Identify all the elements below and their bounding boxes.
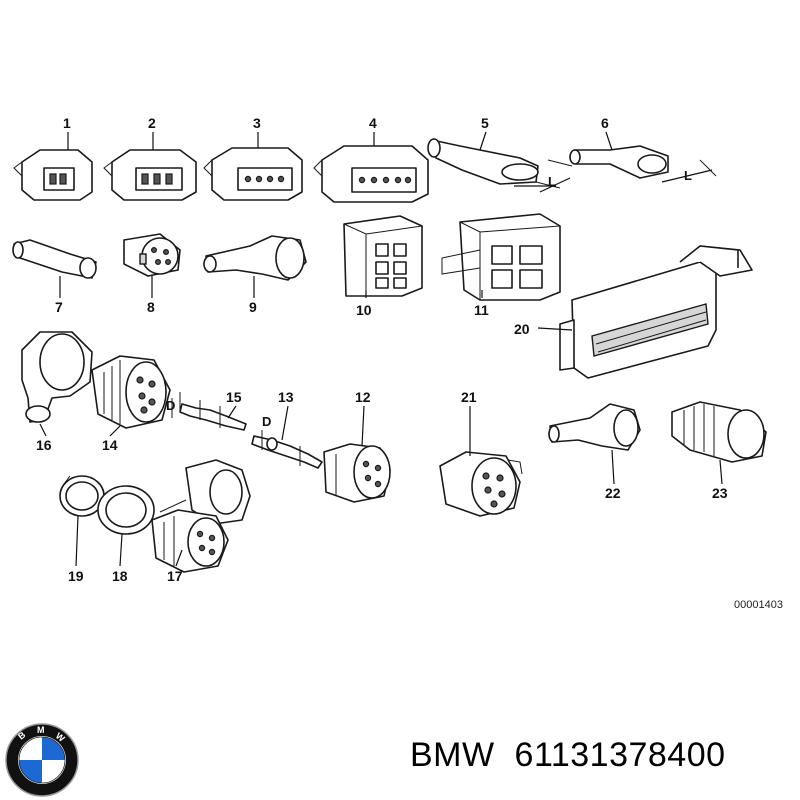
callout-19: 19 — [68, 568, 84, 584]
part-11-housing — [441, 213, 561, 301]
part-14-round-connector — [91, 355, 171, 429]
dimension-labels: L L D D — [166, 168, 692, 429]
drawing-reference-number: 00001403 — [734, 599, 783, 611]
callout-4: 4 — [369, 115, 377, 131]
bmw-logo: B M W — [5, 723, 79, 797]
dim-label-d-13: D — [262, 414, 271, 429]
bmw-logo-letter-b: B — [16, 729, 28, 741]
callout-13: 13 — [278, 389, 294, 405]
part-13-socket-contacts — [251, 430, 323, 469]
part-3-connector — [203, 147, 303, 201]
part-23-round-plug — [671, 401, 767, 463]
part-1-connector — [13, 149, 93, 201]
part-caption: BMW 61131378400 — [410, 736, 790, 786]
bmw-logo-quadrant-border — [18, 736, 66, 784]
callout-11: 11 — [474, 302, 489, 318]
callout-23: 23 — [712, 485, 728, 501]
callout-16: 16 — [36, 437, 52, 453]
callout-12: 12 — [355, 389, 371, 405]
part-18-gasket — [97, 485, 155, 535]
callout-22: 22 — [605, 485, 621, 501]
callout-2: 2 — [148, 115, 156, 131]
callout-17: 17 — [167, 568, 183, 584]
callout-1: 1 — [63, 115, 71, 131]
bmw-logo-quadrant-tr — [42, 737, 65, 760]
callout-10: 10 — [356, 302, 372, 318]
part-21-round-connector — [439, 451, 523, 517]
callout-3: 3 — [253, 115, 261, 131]
part-6-boot — [569, 145, 717, 183]
part-2-connector — [103, 149, 197, 201]
callout-6: 6 — [601, 115, 609, 131]
callout-20: 20 — [514, 321, 530, 337]
part-20-multipin-connector — [559, 245, 753, 379]
callout-numbers: 1 2 3 4 5 6 7 8 9 10 11 12 13 14 15 16 1… — [36, 115, 728, 584]
part-8-round-plug — [123, 233, 181, 277]
callout-5: 5 — [481, 115, 489, 131]
callout-7: 7 — [55, 299, 63, 315]
part-9-angle-boot — [203, 235, 307, 281]
callout-8: 8 — [147, 299, 155, 315]
part-10-housing — [343, 215, 423, 297]
callout-9: 9 — [249, 299, 257, 315]
part-12-round-plug — [323, 443, 391, 503]
part-17-connector-with-cap — [151, 459, 251, 573]
part-19-lock-ring — [59, 475, 105, 517]
dim-label-l-6: L — [684, 168, 692, 183]
callout-15: 15 — [226, 389, 242, 405]
bmw-logo-letter-m: M — [37, 725, 45, 735]
bmw-logo-quadrant-br — [42, 760, 65, 783]
dim-label-l-5: L — [548, 174, 556, 189]
part-16-boot — [21, 331, 93, 423]
callout-14: 14 — [102, 437, 118, 453]
part-15-pin-contacts — [171, 392, 247, 431]
bmw-logo-quadrant-tl — [19, 737, 42, 760]
leader-lines — [39, 131, 723, 567]
part-number: 61131378400 — [514, 736, 726, 774]
callout-21: 21 — [461, 389, 477, 405]
part-22-angle-boot — [548, 403, 641, 451]
part-7-terminal-sleeve — [12, 239, 97, 279]
part-4-connector — [313, 145, 429, 203]
callout-18: 18 — [112, 568, 128, 584]
bmw-logo-quadrant-bl — [19, 760, 42, 783]
brand-name: BMW — [410, 736, 495, 774]
dim-label-d-15: D — [166, 398, 175, 413]
